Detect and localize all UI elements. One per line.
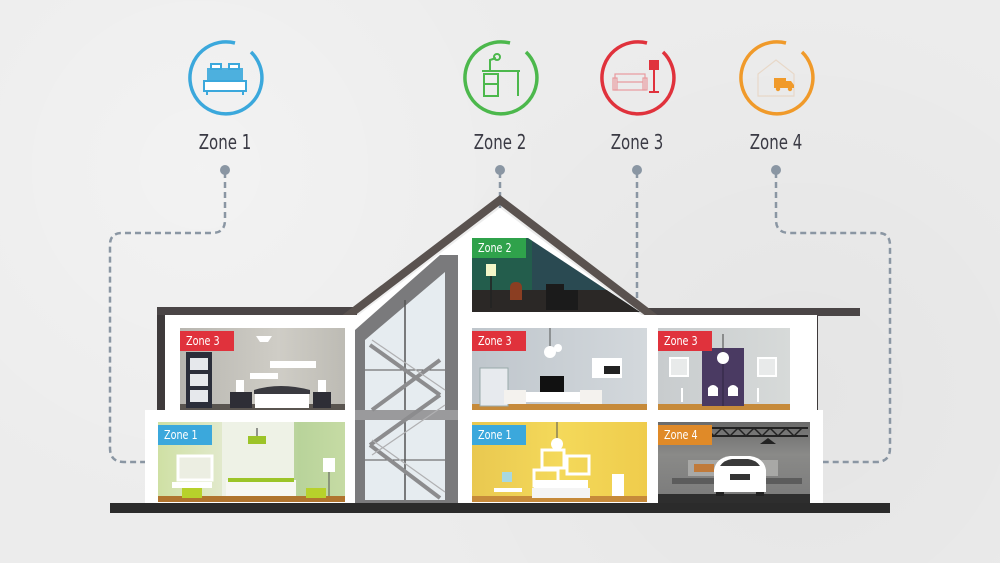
zone-4-title: Zone 4	[749, 130, 803, 154]
zone-label-living-room[interactable]: Zone 3	[472, 331, 526, 351]
bed-icon	[203, 63, 247, 95]
zone-label-attic-office[interactable]: Zone 2	[472, 238, 526, 258]
zone-3-header[interactable]: Zone 3	[587, 38, 687, 158]
living-room-room: Zone 3	[472, 328, 647, 410]
zone-4-ring-icon	[739, 40, 815, 116]
zone-3-ring-icon	[600, 40, 676, 116]
lower-bedroom-room: Zone 1	[158, 422, 345, 502]
upper-bedroom-room: Zone 3	[180, 328, 345, 410]
zone-1-ring-icon	[188, 40, 264, 116]
zone-3-title: Zone 3	[610, 130, 664, 154]
zone-2-title: Zone 2	[473, 130, 527, 154]
dining-room-room: Zone 3	[658, 328, 790, 410]
zone-2-header[interactable]: Zone 2	[450, 38, 550, 158]
zone-label-garage[interactable]: Zone 4	[658, 425, 712, 445]
zone-1-header[interactable]: Zone 1	[175, 38, 275, 158]
sofa-floor-lamp-icon	[612, 60, 659, 93]
garage-truck-icon	[757, 59, 795, 97]
garage-room: Zone 4	[658, 422, 810, 503]
zone-label-upper-bedroom[interactable]: Zone 3	[180, 331, 234, 351]
desk-lamp-icon	[482, 53, 520, 97]
zone-4-header[interactable]: Zone 4	[726, 38, 826, 158]
zone-2-ring-icon	[463, 40, 539, 116]
zone-label-dining-room[interactable]: Zone 3	[658, 331, 712, 351]
ground	[110, 503, 890, 513]
attic-office-room: Zone 2	[472, 238, 640, 312]
zone-1-title: Zone 1	[198, 130, 252, 154]
zone-label-lower-bedroom[interactable]: Zone 1	[158, 425, 212, 445]
lounge-room: Zone 1	[472, 422, 647, 502]
zone-label-lounge[interactable]: Zone 1	[472, 425, 526, 445]
